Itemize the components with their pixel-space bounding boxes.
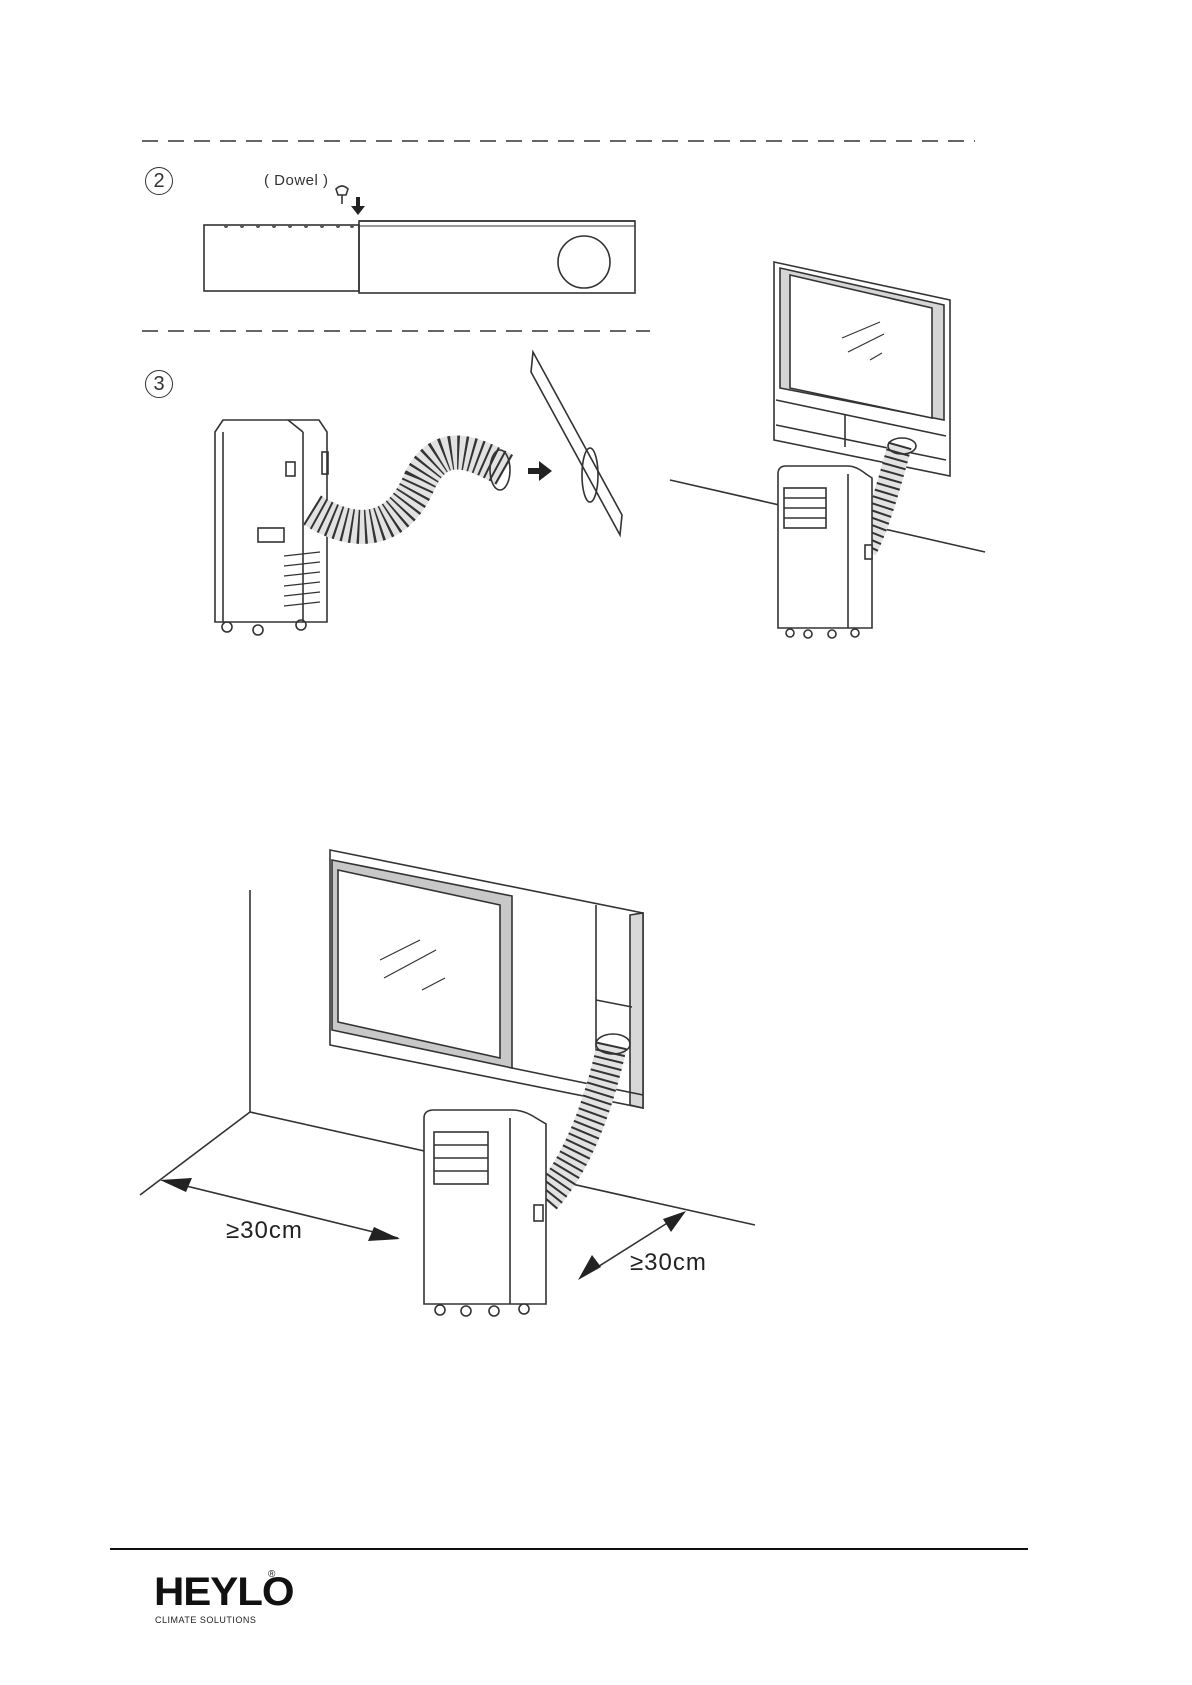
exhaust-hose-step3 bbox=[312, 450, 510, 527]
window-panel-step3 bbox=[531, 352, 622, 535]
dowel-label: ( Dowel ) bbox=[264, 172, 329, 189]
clearance-label-left: ≥30cm bbox=[226, 1217, 303, 1245]
registered-mark: ® bbox=[268, 1569, 275, 1580]
arrow-right-icon bbox=[528, 461, 552, 481]
dowel-screw-icon bbox=[336, 186, 348, 204]
footer-rule bbox=[110, 1548, 1028, 1550]
air-conditioner-front-top bbox=[778, 466, 872, 638]
step-3-number: 3 bbox=[145, 370, 173, 398]
clearance-label-right: ≥30cm bbox=[630, 1249, 707, 1277]
window-slider-kit-illustration bbox=[204, 221, 635, 293]
air-conditioner-front-bottom bbox=[424, 1110, 546, 1316]
arrow-down-icon bbox=[351, 197, 365, 215]
brand-tagline: CLIMATE SOLUTIONS bbox=[155, 1615, 256, 1625]
step-2-number: 2 bbox=[145, 167, 173, 195]
